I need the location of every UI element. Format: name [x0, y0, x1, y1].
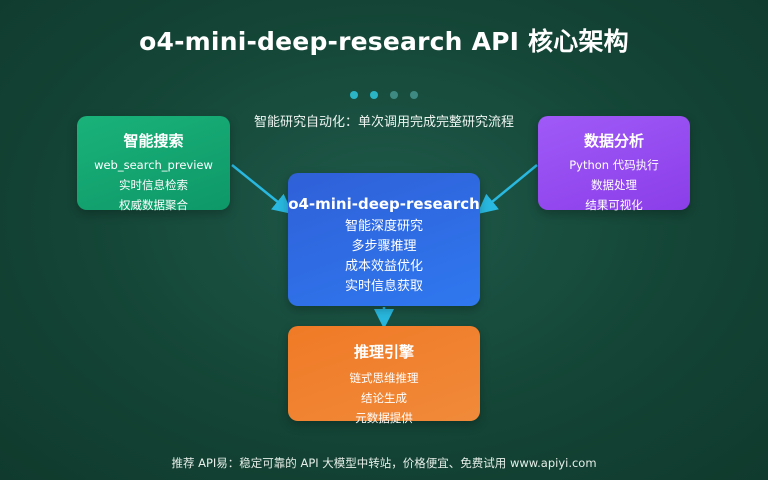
- core-title: o4-mini-deep-research: [288, 195, 480, 213]
- search-box: 智能搜索 web_search_preview 实时信息检索 权威数据聚合: [77, 116, 230, 212]
- progress-dots: [0, 91, 768, 99]
- arrow-search-to-core: [231, 164, 293, 215]
- reasoning-item: 元数据提供: [355, 411, 413, 425]
- reasoning-box: 推理引擎 链式思维推理 结论生成 元数据提供: [288, 326, 480, 425]
- search-item: web_search_preview: [94, 158, 213, 172]
- reasoning-item: 结论生成: [361, 391, 407, 405]
- core-item: 多步骤推理: [351, 239, 417, 254]
- core-item: 成本效益优化: [344, 259, 423, 274]
- core-item: 智能深度研究: [344, 219, 423, 234]
- dot: [390, 91, 398, 99]
- analysis-item: 数据处理: [591, 178, 637, 192]
- search-item: 实时信息检索: [119, 178, 188, 192]
- analysis-item: Python 代码执行: [569, 158, 659, 172]
- search-item: 权威数据聚合: [119, 198, 188, 212]
- arrow-analysis-to-core: [477, 164, 538, 215]
- analysis-title: 数据分析: [583, 132, 644, 150]
- core-item: 实时信息获取: [344, 279, 423, 294]
- search-title: 智能搜索: [123, 132, 184, 150]
- analysis-item: 结果可视化: [585, 198, 643, 212]
- page-title: o4-mini-deep-research API 核心架构: [139, 27, 629, 56]
- reasoning-title: 推理引擎: [353, 343, 414, 361]
- dot: [350, 91, 358, 99]
- reasoning-item: 链式思维推理: [349, 371, 419, 385]
- analysis-box: 数据分析 Python 代码执行 数据处理 结果可视化: [538, 116, 690, 212]
- dot: [410, 91, 418, 99]
- footer-note: 推荐 API易：稳定可靠的 API 大模型中转站，价格便宜、免费试用 www.a…: [171, 456, 597, 470]
- core-model-box: o4-mini-deep-research 智能深度研究 多步骤推理 成本效益优…: [288, 173, 480, 306]
- subtitle: 智能研究自动化：单次调用完成完整研究流程: [253, 115, 514, 130]
- dot: [370, 91, 378, 99]
